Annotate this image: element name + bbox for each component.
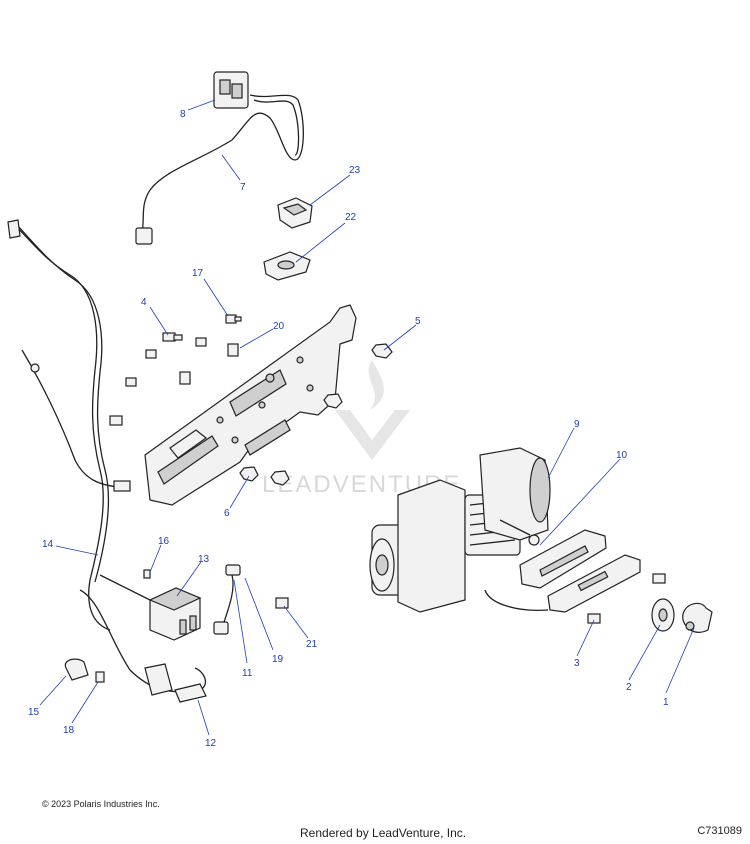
callout-17[interactable]: 17 [192, 268, 204, 279]
callout-2[interactable]: 2 [626, 682, 632, 693]
callout-20[interactable]: 20 [273, 321, 285, 332]
rendered-by-text: Rendered by LeadVenture, Inc. [300, 826, 467, 840]
part-17-bolt [225, 314, 242, 324]
callout-4[interactable]: 4 [141, 297, 147, 308]
leader-lines [39, 99, 695, 736]
part-18-screw[interactable] [95, 671, 105, 683]
bolt[interactable] [652, 573, 666, 584]
callout-7[interactable]: 7 [240, 182, 246, 193]
mounting-plate[interactable] [144, 304, 357, 506]
callout-5[interactable]: 5 [415, 316, 421, 327]
part-10-fairlead[interactable] [484, 529, 641, 613]
callout-6[interactable]: 6 [224, 508, 230, 519]
callout-21[interactable]: 21 [306, 639, 318, 650]
callout-8[interactable]: 8 [180, 109, 186, 120]
part-2-stopper[interactable] [651, 598, 675, 632]
part-20-clip [227, 343, 239, 357]
callout-14[interactable]: 14 [42, 539, 54, 550]
part-16[interactable] [143, 569, 151, 579]
callout-3[interactable]: 3 [574, 658, 580, 669]
callout-10[interactable]: 10 [616, 450, 628, 461]
part-9-winch[interactable] [369, 447, 551, 613]
part-4-bolt [162, 332, 183, 342]
part-11-cable[interactable] [213, 564, 241, 635]
part-7-harness[interactable] [135, 94, 304, 245]
callout-12[interactable]: 12 [205, 738, 217, 749]
callout-16[interactable]: 16 [158, 536, 170, 547]
part-23[interactable] [277, 197, 313, 229]
callout-18[interactable]: 18 [63, 725, 75, 736]
part-14-cable[interactable] [7, 219, 131, 631]
diagram-code: C731089 [697, 825, 742, 837]
callout-15[interactable]: 15 [28, 707, 40, 718]
copyright-text: © 2023 Polaris Industries Inc. [42, 799, 160, 809]
part-3-bolt[interactable] [587, 613, 601, 624]
callout-13[interactable]: 13 [198, 554, 210, 565]
callout-23[interactable]: 23 [349, 165, 361, 176]
part-22[interactable] [263, 251, 311, 281]
callout-22[interactable]: 22 [345, 212, 357, 223]
callout-1[interactable]: 1 [663, 697, 669, 708]
part-13-solenoid[interactable] [99, 574, 202, 641]
callout-9[interactable]: 9 [574, 419, 580, 430]
callout-labels: 1 2 3 4 5 6 7 8 9 10 11 12 13 14 15 16 1… [28, 109, 669, 749]
part-12-cable[interactable] [79, 589, 207, 703]
fasteners[interactable] [109, 314, 393, 486]
part-21-clip[interactable] [275, 597, 289, 609]
callout-19[interactable]: 19 [272, 654, 284, 665]
part-1-hook[interactable] [682, 602, 713, 633]
part-6-nut [239, 466, 259, 482]
part-8-connector[interactable] [213, 71, 249, 109]
callout-11[interactable]: 11 [242, 668, 253, 679]
part-15-clip[interactable] [64, 658, 89, 681]
